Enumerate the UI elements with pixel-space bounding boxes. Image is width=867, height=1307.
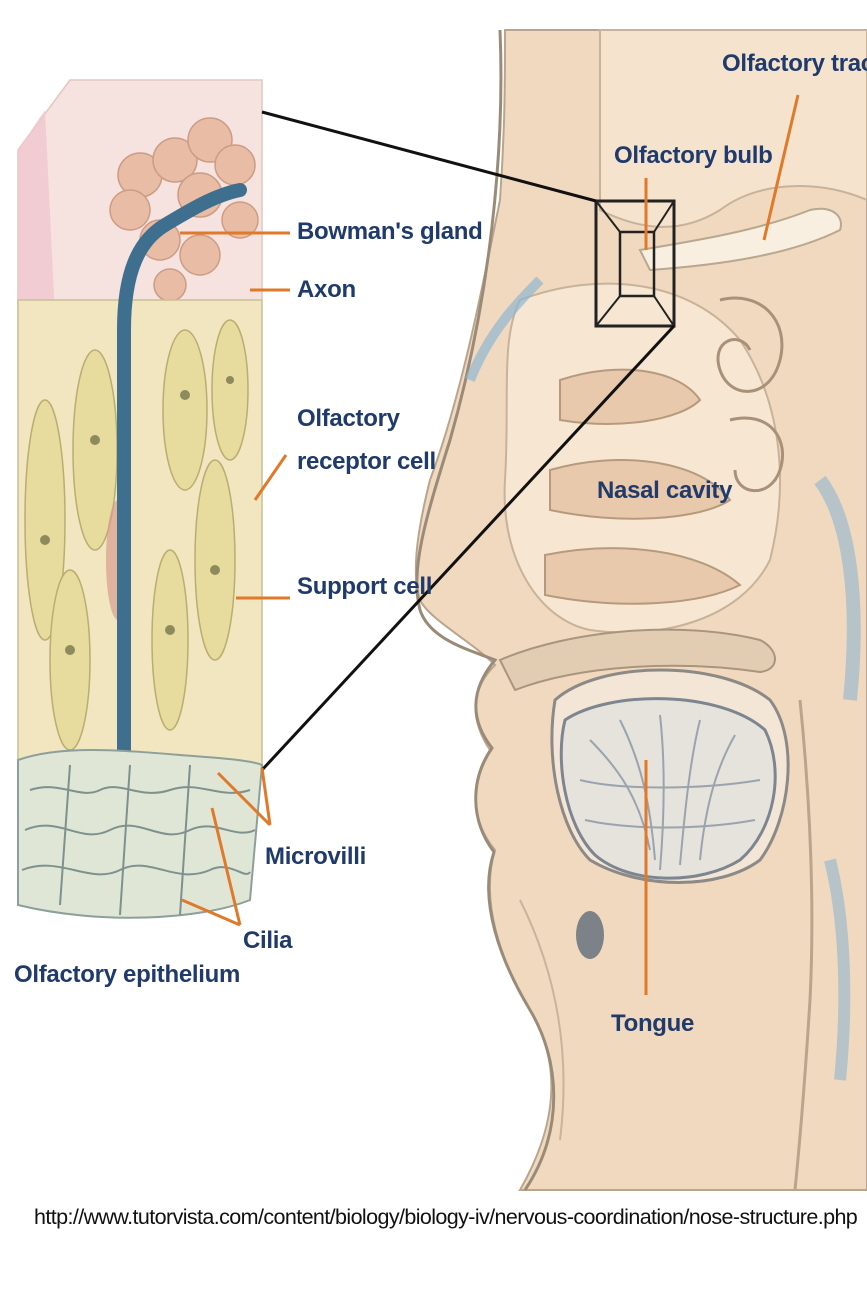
label-olfactory-receptor-cell-line1: Olfactory: [297, 404, 400, 434]
label-axon: Axon: [297, 275, 356, 305]
label-olfactory-tract: Olfactory tract: [722, 49, 867, 79]
label-olfactory-bulb: Olfactory bulb: [614, 141, 772, 171]
label-nasal-cavity: Nasal cavity: [597, 476, 732, 506]
label-microvilli: Microvilli: [265, 842, 366, 872]
label-cilia: Cilia: [243, 926, 292, 956]
label-support-cell: Support cell: [297, 572, 432, 602]
label-olfactory-epithelium: Olfactory epithelium: [14, 960, 240, 990]
label-bowmans-gland: Bowman's gland: [297, 217, 483, 247]
label-tongue: Tongue: [611, 1009, 694, 1039]
label-olfactory-receptor-cell-line2: receptor cell: [297, 447, 436, 477]
source-url: http://www.tutorvista.com/content/biolog…: [34, 1205, 857, 1230]
